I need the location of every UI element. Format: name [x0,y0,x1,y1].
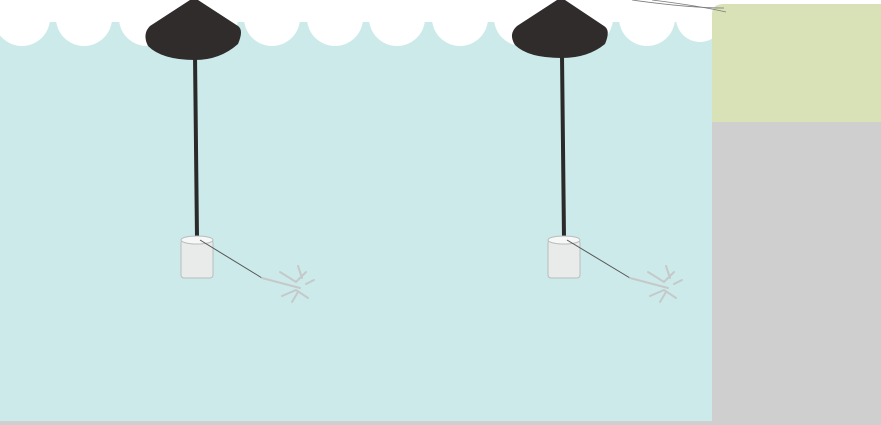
water-body [0,22,712,422]
ground-block [712,120,881,425]
grass-bank [712,4,881,122]
weight-block [548,236,580,278]
weight-block [181,236,213,278]
mooring-line [562,55,564,238]
mooring-line [195,55,197,238]
